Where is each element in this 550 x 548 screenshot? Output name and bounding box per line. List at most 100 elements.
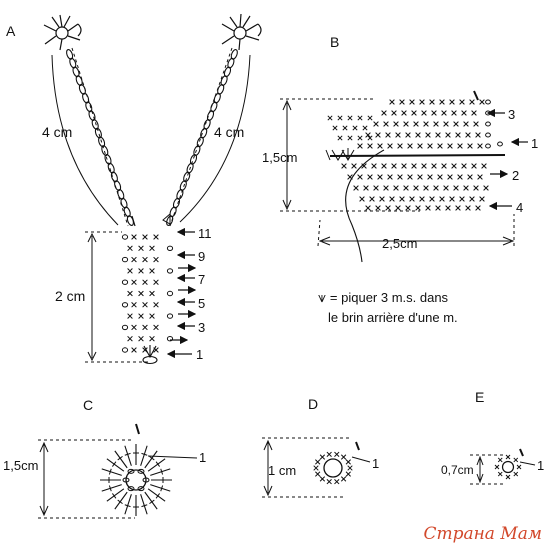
strap-right-length: 4 cm: [214, 124, 244, 140]
stitch-x: [315, 459, 321, 465]
double-crochet: [144, 450, 158, 469]
stitch-x: [357, 115, 363, 121]
stitch-x: [449, 99, 455, 105]
chain-stitch: [183, 171, 191, 183]
stitch-x: [347, 174, 353, 180]
stitch-x: [365, 132, 371, 138]
chain-stitch: [200, 127, 208, 139]
double-crochet: [147, 458, 166, 472]
stitch-x: [127, 290, 133, 297]
chain-stitch: [169, 206, 177, 218]
dc-bar: [124, 452, 131, 456]
stitch-x: [375, 132, 381, 138]
stitch-x: [127, 245, 133, 252]
stitch-x: [149, 290, 155, 297]
chain-stitch: [69, 57, 77, 69]
stitch-x: [411, 110, 417, 116]
stitch-x: [459, 196, 465, 202]
dc-bar: [141, 452, 148, 456]
stitch-x: [142, 256, 148, 263]
stitch-grid-b: [327, 99, 503, 211]
stitch-x: [138, 268, 144, 274]
stitch-x: [429, 99, 435, 105]
stitch-x: [337, 135, 343, 141]
chain-stitch: [485, 143, 491, 149]
stitch-x: [138, 245, 144, 252]
d-diameter-label: 1 cm: [268, 463, 296, 478]
stitch-x: [447, 174, 453, 180]
stitch-x: [375, 205, 381, 211]
dc-bar: [155, 461, 161, 467]
panel-b-label: B: [330, 34, 339, 50]
panel-c-label: C: [83, 397, 93, 413]
chain-stitch: [166, 336, 174, 342]
strap-left-chain: [66, 49, 134, 226]
double-crochet: [140, 494, 148, 515]
stitch-x: [340, 476, 347, 482]
stitch-x: [463, 185, 469, 191]
dc-bar: [111, 461, 117, 467]
chain-stitch: [485, 121, 491, 127]
double-crochet: [124, 445, 132, 466]
stitch-x: [403, 121, 409, 127]
chain-stitch: [166, 313, 174, 319]
stitch-x: [427, 143, 433, 149]
panel-c: C 1,5cm 1: [3, 397, 206, 519]
stitch-x: [131, 347, 137, 353]
c-diameter-label: 1,5cm: [3, 458, 38, 473]
stitch-x: [481, 163, 487, 169]
b-height-label: 1,5cm: [262, 150, 297, 165]
strap-left-length: 4 cm: [42, 124, 72, 140]
stitch-x: [385, 132, 391, 138]
stitch-x: [361, 163, 367, 169]
e-row-1: 1: [537, 458, 544, 473]
stitch-x: [505, 474, 511, 480]
stitch-x: [403, 185, 409, 191]
stitch-x: [463, 121, 469, 127]
stitch-x: [469, 196, 475, 202]
chain-stitch: [227, 57, 235, 69]
double-crochet: [101, 468, 122, 476]
stitch-x: [131, 256, 137, 263]
stitch-x: [433, 185, 439, 191]
stitch-x: [413, 185, 419, 191]
panel-d: D 1 cm 1: [262, 396, 379, 498]
stitch-x: [383, 121, 389, 127]
stitch-x: [431, 110, 437, 116]
stitch-x: [377, 174, 383, 180]
d-row-1: 1: [372, 456, 379, 471]
strap-left-top-icon: [43, 14, 82, 51]
stitch-x: [437, 143, 443, 149]
dc-bar: [155, 493, 161, 499]
stitch-x: [425, 132, 431, 138]
stitch-x: [411, 163, 417, 169]
stitch-x: [377, 143, 383, 149]
b-width-label: 2,5cm: [382, 236, 417, 251]
stitch-x: [397, 143, 403, 149]
stitch-x: [483, 185, 489, 191]
stitch-x: [471, 163, 477, 169]
stitch-x: [131, 324, 137, 331]
e-diameter-label: 0,7cm: [441, 463, 474, 477]
stitch-x: [373, 185, 379, 191]
chain-stitch: [176, 189, 184, 200]
row-5: 5: [198, 296, 205, 311]
stitch-x: [455, 132, 461, 138]
stitch-x: [451, 110, 457, 116]
row-11: 11: [198, 226, 212, 241]
stitch-x: [362, 125, 368, 131]
chain-stitch: [91, 119, 99, 130]
legend-line-1: ⩛= piquer 3 m.s. dans: [318, 288, 543, 308]
chain-stitch: [203, 119, 211, 130]
row-1: 1: [196, 347, 203, 362]
stitch-x: [149, 268, 155, 274]
stitch-x: [345, 471, 351, 477]
chain-stitch: [121, 324, 129, 331]
stitch-x: [153, 302, 159, 308]
panel-b: B 1,5cm 2,5cm 3 1 2 4: [262, 34, 538, 263]
row-3: 3: [198, 320, 205, 335]
stitch-x: [389, 99, 395, 105]
stitch-x: [513, 457, 519, 463]
stitch-ring-e: [494, 454, 522, 480]
stitch-x: [363, 185, 369, 191]
